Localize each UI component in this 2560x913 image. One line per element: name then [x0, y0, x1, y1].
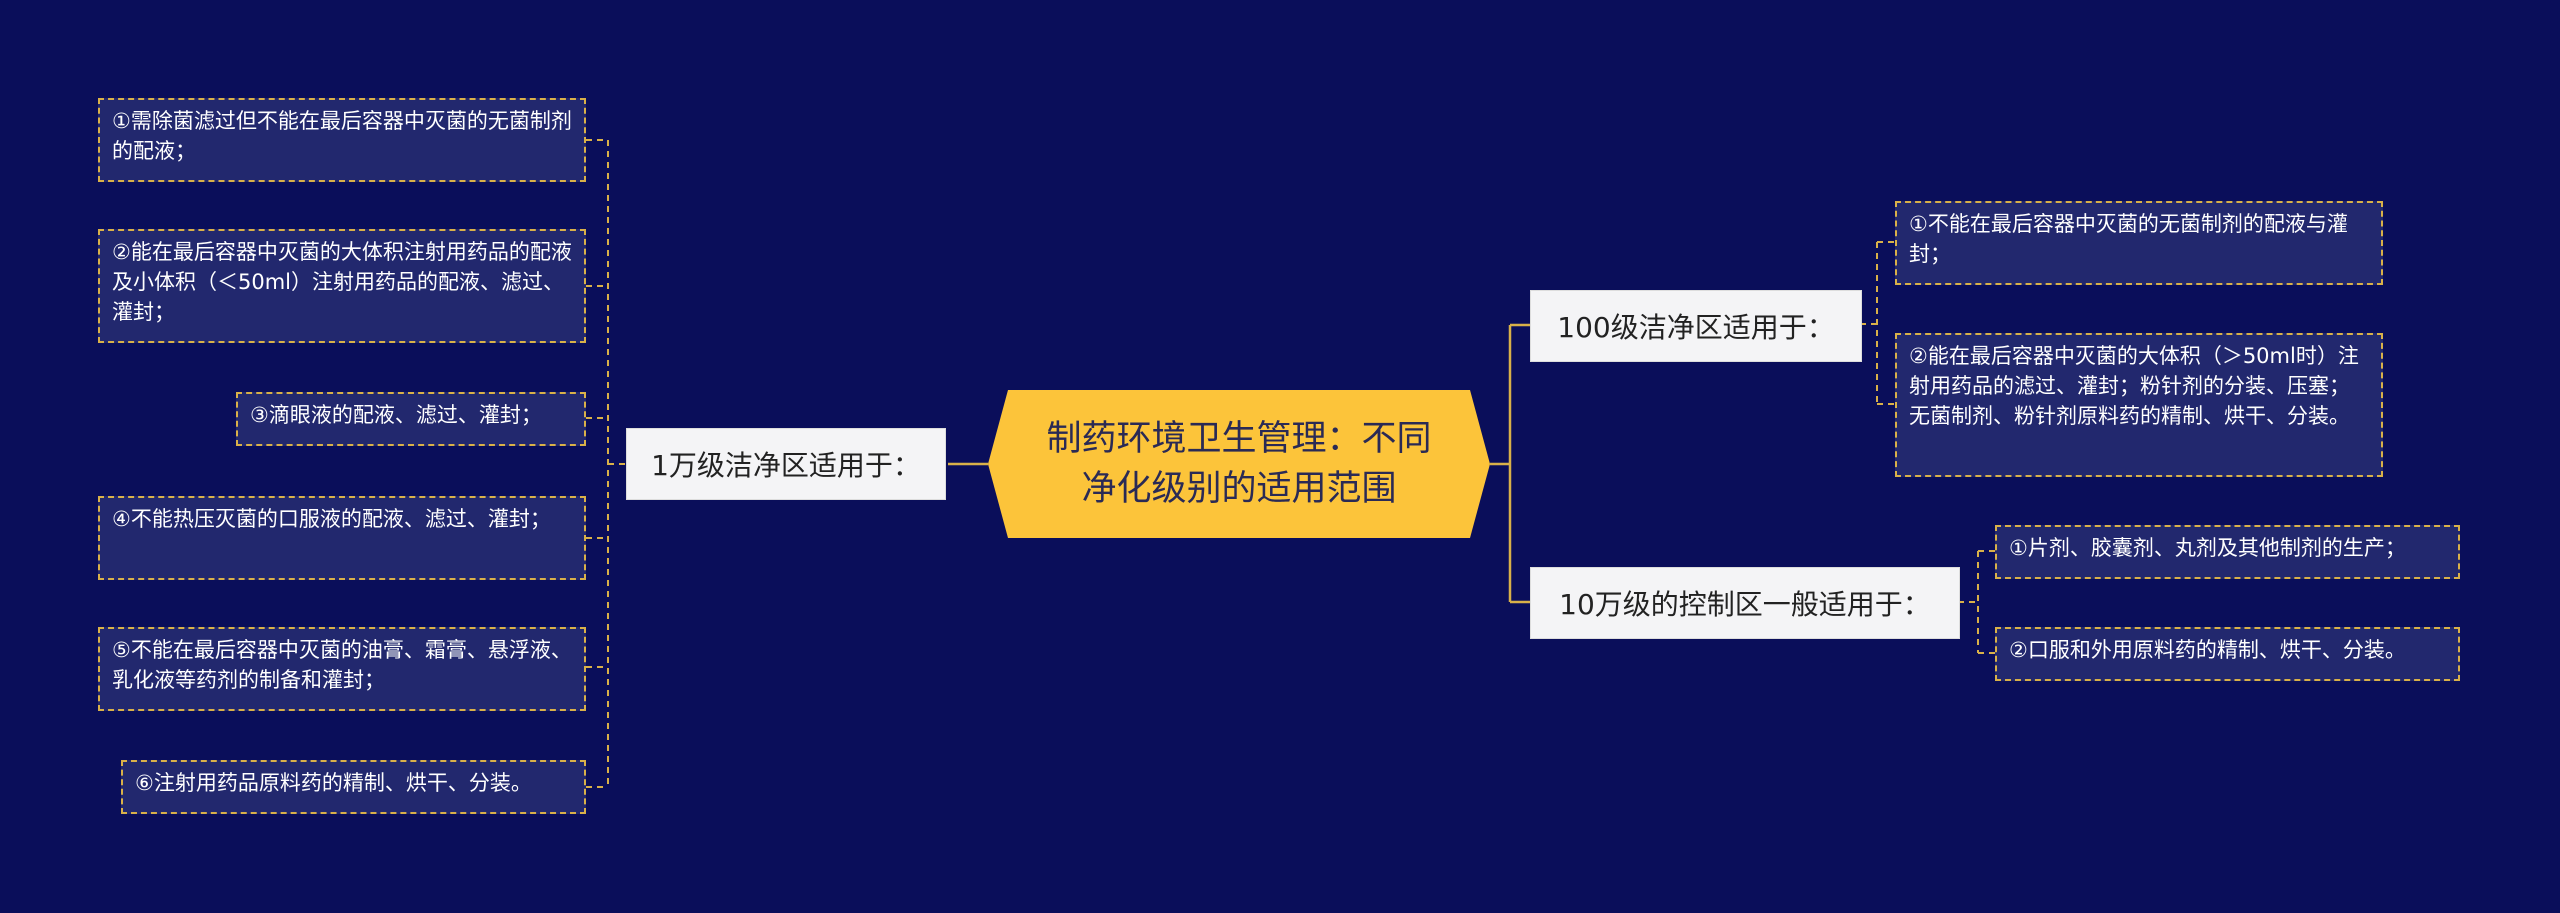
- leaf-item[interactable]: ②能在最后容器中灭菌的大体积（＞50ml时）注射用药品的滤过、灌封；粉针剂的分装…: [1895, 333, 2383, 477]
- leaf-item[interactable]: ②能在最后容器中灭菌的大体积注射用药品的配液及小体积（＜50ml）注射用药品的配…: [98, 229, 586, 343]
- connector-left-branches: [586, 139, 608, 788]
- leaf-item[interactable]: ⑥注射用药品原料药的精制、烘干、分装。: [121, 760, 586, 814]
- category-label: 100级洁净区适用于：: [1557, 311, 1835, 344]
- leaf-text: ①不能在最后容器中灭菌的无菌制剂的配液与灌封；: [1909, 212, 2348, 266]
- category-100-class[interactable]: 100级洁净区适用于：: [1530, 290, 1862, 362]
- leaf-item[interactable]: ④不能热压灭菌的口服液的配液、滤过、灌封；: [98, 496, 586, 580]
- category-label: 10万级的控制区一般适用于：: [1559, 588, 1931, 621]
- category-label: 1万级洁净区适用于：: [651, 449, 921, 482]
- leaf-text: ①需除菌滤过但不能在最后容器中灭菌的无菌制剂的配液；: [112, 109, 572, 163]
- center-title-line2: 净化级别的适用范围: [1081, 469, 1397, 509]
- center-title-line1: 制药环境卫生管理：不同: [1046, 419, 1432, 459]
- category-10000-class[interactable]: 1万级洁净区适用于：: [626, 428, 946, 500]
- leaf-text: ②能在最后容器中灭菌的大体积（＞50ml时）注射用药品的滤过、灌封；粉针剂的分装…: [1909, 344, 2359, 428]
- leaf-item[interactable]: ②口服和外用原料药的精制、烘干、分装。: [1995, 627, 2460, 681]
- leaf-text: ②口服和外用原料药的精制、烘干、分装。: [2009, 638, 2406, 662]
- leaf-item[interactable]: ⑤不能在最后容器中灭菌的油膏、霜膏、悬浮液、乳化液等药剂的制备和灌封；: [98, 627, 586, 711]
- connector-center-right: [1490, 323, 1530, 604]
- leaf-text: ⑥注射用药品原料药的精制、烘干、分装。: [135, 771, 532, 795]
- leaf-item[interactable]: ③滴眼液的配液、滤过、灌封；: [236, 392, 586, 446]
- leaf-text: ①片剂、胶囊剂、丸剂及其他制剂的生产；: [2009, 536, 2406, 560]
- center-topic-shape: [988, 390, 1490, 538]
- leaf-text: ⑤不能在最后容器中灭菌的油膏、霜膏、悬浮液、乳化液等药剂的制备和灌封；: [112, 638, 572, 692]
- leaf-text: ②能在最后容器中灭菌的大体积注射用药品的配液及小体积（＜50ml）注射用药品的配…: [112, 240, 572, 324]
- center-topic[interactable]: 制药环境卫生管理：不同 净化级别的适用范围: [988, 390, 1490, 538]
- connector-right-top-bracket: [1876, 241, 1895, 405]
- leaf-text: ③滴眼液的配液、滤过、灌封；: [250, 403, 542, 427]
- leaf-item[interactable]: ①不能在最后容器中灭菌的无菌制剂的配液与灌封；: [1895, 201, 2383, 285]
- category-100000-class[interactable]: 10万级的控制区一般适用于：: [1530, 567, 1960, 639]
- leaf-item[interactable]: ①片剂、胶囊剂、丸剂及其他制剂的生产；: [1995, 525, 2460, 579]
- leaf-item[interactable]: ①需除菌滤过但不能在最后容器中灭菌的无菌制剂的配液；: [98, 98, 586, 182]
- center-topic-text: 制药环境卫生管理：不同 净化级别的适用范围: [1010, 414, 1467, 514]
- connector-right-bottom-bracket: [1977, 550, 1995, 654]
- leaf-text: ④不能热压灭菌的口服液的配液、滤过、灌封；: [112, 507, 551, 531]
